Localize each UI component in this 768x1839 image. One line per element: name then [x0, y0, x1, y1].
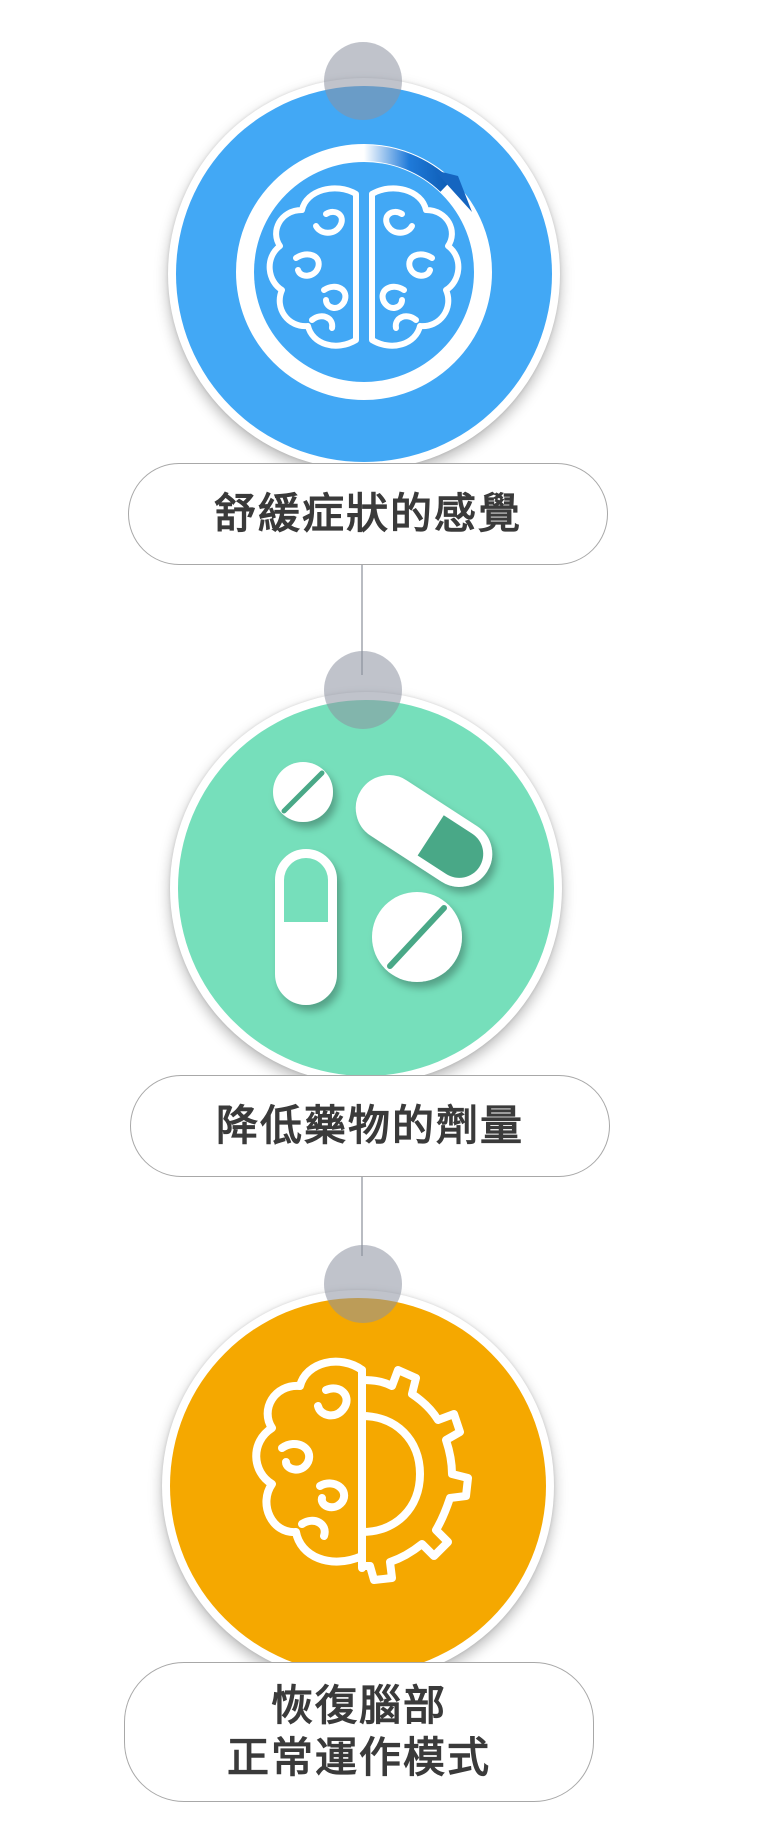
connector-line-1 [361, 545, 363, 675]
step-1-knob [324, 42, 402, 120]
brain-cycle-icon [236, 144, 492, 400]
step-1-label: 舒緩症狀的感覺 [213, 488, 522, 538]
step-2-knob [324, 651, 402, 729]
step-3-label-line-2: 正常運作模式 [226, 1733, 491, 1782]
step-2-label: 降低藥物的劑量 [215, 1100, 524, 1150]
brain-gear-icon [252, 1357, 472, 1584]
step-3-knob [324, 1245, 402, 1323]
step-2-circle [178, 700, 554, 1076]
step-2-label-pill: 降低藥物的劑量 [130, 1075, 610, 1177]
pills-icon [273, 762, 493, 1005]
step-3-label-pill: 恢復腦部 正常運作模式 [124, 1662, 594, 1802]
step-3-circle [170, 1298, 546, 1674]
connector-line-2 [361, 1148, 363, 1256]
step-1-label-pill: 舒緩症狀的感覺 [128, 463, 608, 565]
step-3-label-line-1: 恢復腦部 [270, 1680, 447, 1730]
step-1-circle [176, 86, 552, 462]
